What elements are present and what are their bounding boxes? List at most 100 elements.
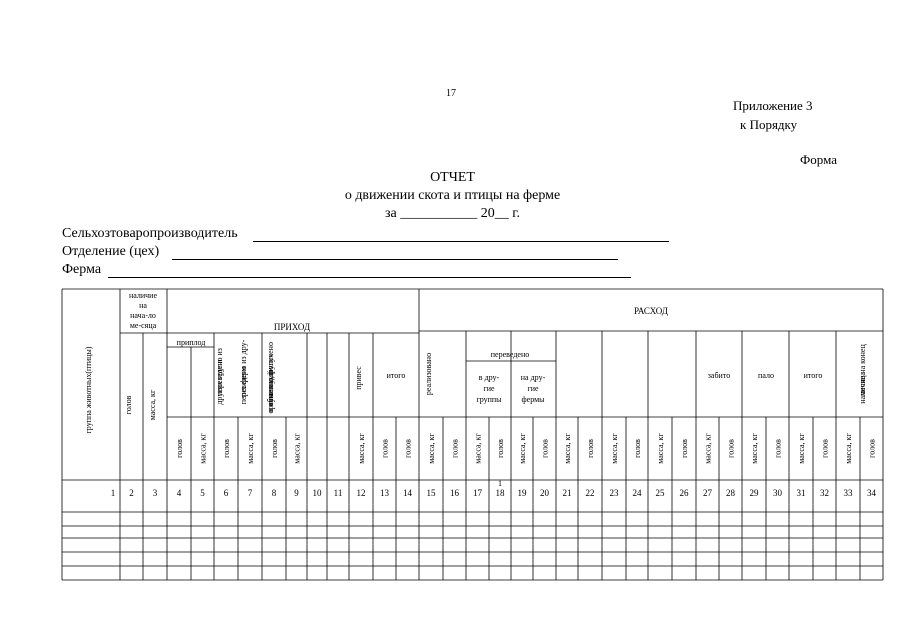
producer-label: Сельхозтоваропроизводитель: [62, 226, 238, 241]
bought-header: куплено, получено: [266, 342, 275, 406]
fell-header: пало: [758, 371, 774, 380]
report-period: за ___________ 20__ г.: [385, 206, 520, 221]
department-label: Отделение (цех): [62, 244, 160, 259]
col-number: 7: [248, 488, 253, 498]
col-number: 26: [680, 488, 690, 498]
mass-sublabel: масса, кг: [563, 433, 572, 464]
mass-sublabel: масса, кг: [427, 433, 436, 464]
gain-header: привес: [354, 366, 363, 390]
col-number: 29: [750, 488, 760, 498]
to-farms-header: фермы: [521, 395, 545, 404]
mass-sublabel: масса, кг: [844, 433, 853, 464]
to-groups-header: в дру-: [479, 373, 500, 382]
transferred-header: переведено: [491, 350, 529, 359]
col-number: 11: [334, 488, 343, 498]
mass-sublabel: масса, кг: [750, 433, 759, 464]
farm-line[interactable]: [108, 277, 631, 278]
heads-sublabel: голов: [727, 439, 736, 458]
report-title: ОТЧЕТ: [430, 170, 475, 185]
expense-total-header: итого: [804, 371, 823, 380]
col-number: 3: [153, 488, 158, 498]
col-number: 4: [177, 488, 182, 498]
appendix-label: Приложение 3: [733, 98, 813, 113]
mass-label: масса, кг: [148, 389, 157, 420]
heads-sublabel: голов: [680, 439, 689, 458]
heads-sublabel: голов: [774, 439, 783, 458]
page-number: 17: [446, 88, 456, 99]
heads-sublabel: голов: [586, 439, 595, 458]
col-number: 17: [473, 488, 483, 498]
col-number: 1: [111, 488, 116, 498]
from-groups-header: переведено из: [215, 348, 224, 396]
closing-header: наличие на конец: [858, 344, 867, 404]
col-number: 6: [224, 488, 229, 498]
from-farms-header: переведено из дру-: [239, 339, 248, 404]
sold-header: реализовано: [424, 353, 433, 395]
col-number-stray: 1: [498, 479, 502, 488]
opening-header: нача-ло: [130, 311, 156, 320]
opening-header: ме-сяца: [130, 321, 157, 330]
heads-sublabel: голов: [633, 439, 642, 458]
from-groups-header: других групп: [215, 359, 224, 405]
col-number: 2: [129, 488, 134, 498]
heads-sublabel: голов: [404, 439, 413, 458]
col-number: 31: [797, 488, 806, 498]
col-number: 16: [450, 488, 460, 498]
col-number: 10: [313, 488, 323, 498]
heads-sublabel: голов: [222, 439, 231, 458]
col-number: 27: [703, 488, 713, 498]
farm-label: Ферма: [62, 262, 102, 277]
form-label: Форма: [800, 152, 837, 167]
income-header: ПРИХОД: [274, 322, 310, 332]
col-number: 22: [586, 488, 595, 498]
col-number: 32: [820, 488, 829, 498]
col-number: 34: [867, 488, 877, 498]
farm-field: Ферма: [62, 262, 631, 278]
heads-sublabel: голов: [541, 439, 550, 458]
col-number: 33: [844, 488, 854, 498]
col-number: 18: [496, 488, 506, 498]
to-farms-header: на дру-: [521, 373, 546, 382]
heads-label: голов: [124, 395, 133, 414]
heads-sublabel: голов: [868, 439, 877, 458]
report-subtitle: о движении скота и птицы на ферме: [344, 188, 561, 203]
col-number: 12: [357, 488, 366, 498]
mass-sublabel: масса, кг: [656, 433, 665, 464]
mass-sublabel: масса, кг: [474, 433, 483, 464]
mass-sublabel: масса, кг: [797, 433, 806, 464]
col-number: 21: [563, 488, 572, 498]
expense-header: РАСХОД: [634, 306, 668, 316]
department-field: Отделение (цех): [62, 244, 618, 260]
heads-sublabel: голов: [381, 439, 390, 458]
opening-header: наличие: [129, 291, 157, 300]
col-number: 25: [656, 488, 666, 498]
mass-sublabel: масса, кг: [246, 433, 255, 464]
col-number: 5: [200, 488, 205, 498]
producer-field: Сельхозтоваропроизводитель: [62, 226, 669, 242]
col-number: 23: [610, 488, 620, 498]
mass-sublabel: масса, кг: [518, 433, 527, 464]
col-number: 20: [540, 488, 550, 498]
to-farms-header: гие: [527, 384, 539, 393]
col-number: 13: [380, 488, 390, 498]
col-number: 14: [403, 488, 413, 498]
bought-header: организаций: [266, 370, 275, 414]
offspring-header: приплод: [177, 338, 206, 347]
bought-header: в обмен у других: [266, 354, 275, 412]
slaughtered-header: забито: [708, 371, 730, 380]
heads-sublabel: голов: [451, 439, 460, 458]
producer-line[interactable]: [253, 241, 669, 242]
opening-header: на: [139, 301, 147, 310]
mass-sublabel: масса, кг: [704, 433, 713, 464]
from-farms-header: гих ферм: [239, 366, 248, 397]
group-col-header: группа животных(птицы): [84, 346, 93, 433]
income-total-header: итого: [387, 371, 406, 380]
col-number: 9: [294, 488, 299, 498]
heads-sublabel: голов: [175, 439, 184, 458]
col-number: 30: [773, 488, 783, 498]
department-line[interactable]: [172, 259, 618, 260]
closing-header: месяца: [858, 372, 867, 396]
to-groups-header: группы: [476, 395, 502, 404]
to-groups-header: гие: [483, 384, 495, 393]
